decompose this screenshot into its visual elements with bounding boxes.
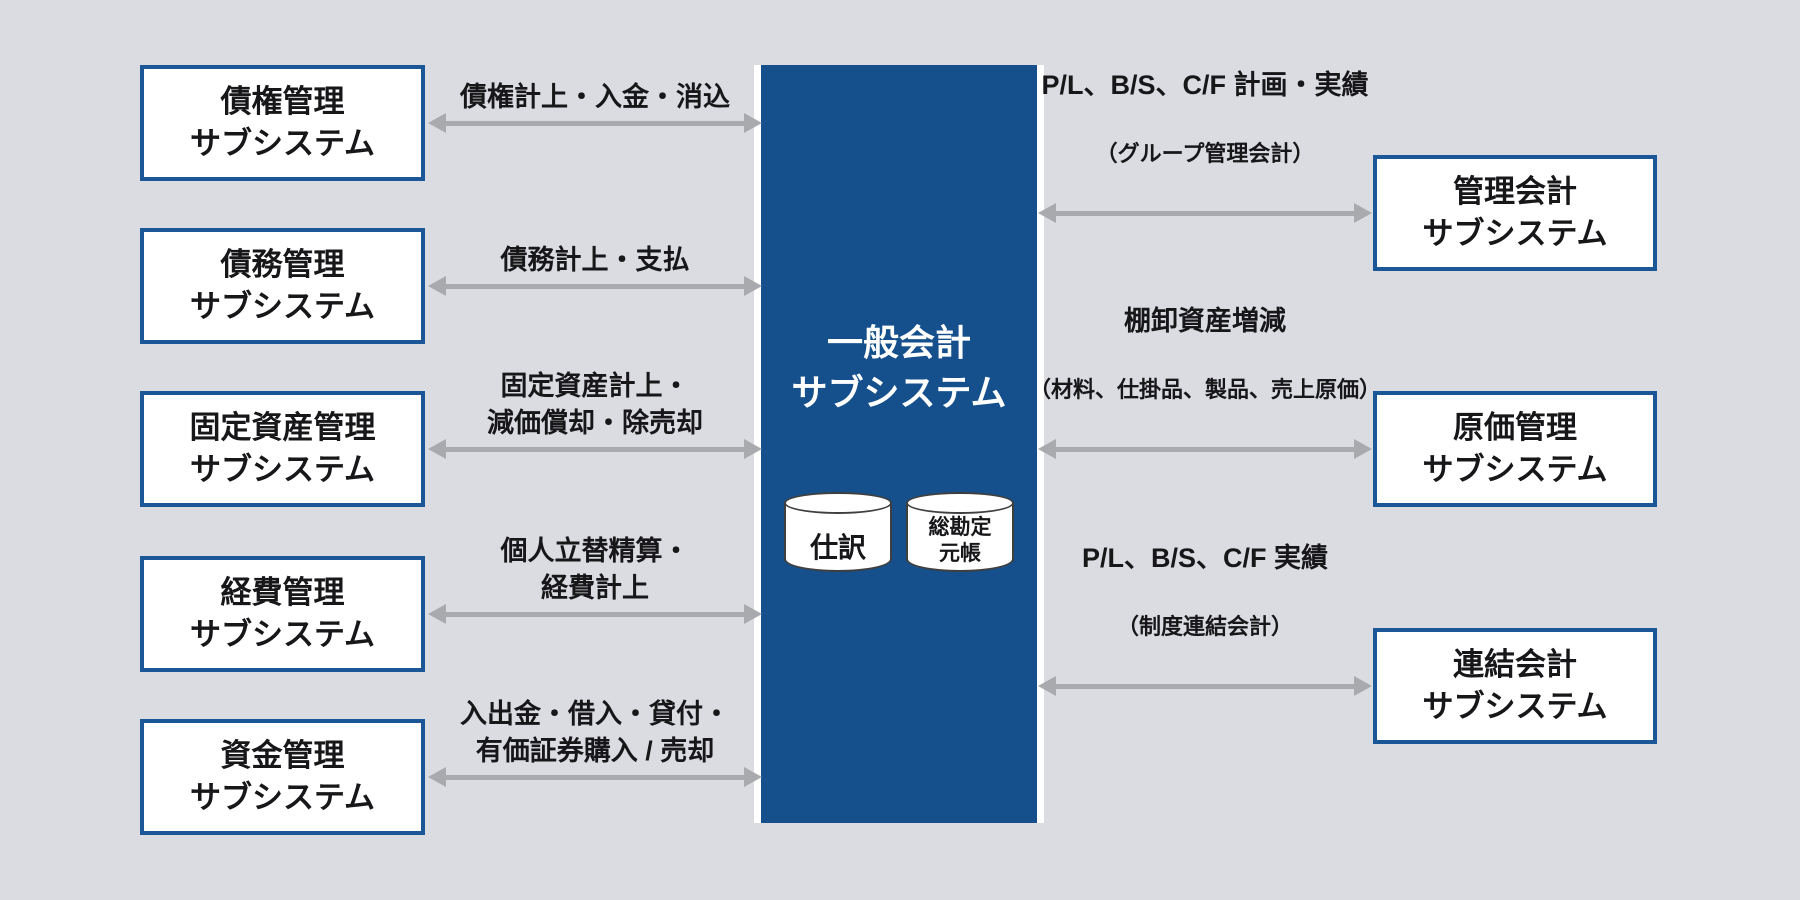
- cash-management-box: 資金管理 サブシステム: [140, 719, 425, 835]
- expense-management-box: 経費管理 サブシステム: [140, 556, 425, 672]
- journal-db-top: [784, 492, 892, 514]
- consolidated-accounting-box: 連結会計 サブシステム: [1373, 628, 1657, 744]
- general-ledger-db-icon: 総勘定 元帳: [906, 492, 1014, 572]
- cost-management-flow-main: 棚卸資産増減: [1124, 306, 1286, 337]
- cost-management-flow-sub: （材料、仕掛品、製品、売上原価）: [1028, 376, 1381, 402]
- receivables-flow-arrow: [428, 113, 762, 133]
- journal-db-label: 仕訳: [809, 532, 866, 563]
- consolidated-accounting-flow-sub: （制度連結会計）: [1116, 613, 1293, 639]
- consolidated-accounting-flow-main: P/L、B/S、C/F 実績: [1081, 543, 1328, 574]
- general-accounting-box: [761, 65, 1037, 823]
- general-accounting-title: 一般会計 サブシステム: [791, 322, 1007, 414]
- cost-management-box: 原価管理 サブシステム: [1373, 391, 1657, 507]
- receivables-flow-label: 債権計上・入金・消込: [460, 81, 730, 112]
- consolidated-accounting-flow-arrow: [1038, 676, 1372, 696]
- management-accounting-flow-label: P/L、B/S、C/F 計画・実績 （グループ管理会計）: [1028, 31, 1382, 205]
- receivables-management-box: 債権管理 サブシステム: [140, 65, 425, 181]
- payables-management-box: 債務管理 サブシステム: [140, 228, 425, 344]
- payables-flow-label: 債務計上・支払: [500, 244, 690, 275]
- cash-flow-arrow: [428, 767, 762, 787]
- expense-flow-arrow: [428, 604, 762, 624]
- cost-management-flow-arrow: [1038, 439, 1372, 459]
- cash-flow-label: 入出金・借入・貸付・ 有価証券購入 / 売却: [460, 699, 730, 766]
- consolidated-accounting-flow-label: P/L、B/S、C/F 実績 （制度連結会計）: [1028, 504, 1382, 678]
- journal-db-icon: 仕訳: [784, 492, 892, 572]
- fixed-asset-flow-arrow: [428, 439, 762, 459]
- cost-management-flow-label: 棚卸資産増減 （材料、仕掛品、製品、売上原価）: [1028, 267, 1382, 441]
- fixed-asset-management-box: 固定資産管理 サブシステム: [140, 391, 425, 507]
- journal-db-body: [784, 503, 892, 572]
- fixed-asset-flow-label: 固定資産計上・ 減価償却・除売却: [487, 371, 703, 438]
- general-ledger-db-body: [906, 503, 1014, 572]
- management-accounting-box: 管理会計 サブシステム: [1373, 155, 1657, 271]
- management-accounting-flow-main: P/L、B/S、C/F 計画・実績: [1041, 70, 1369, 101]
- management-accounting-flow-arrow: [1038, 203, 1372, 223]
- general-ledger-db-top: [906, 492, 1014, 514]
- general-ledger-db-label: 総勘定 元帳: [928, 516, 992, 566]
- management-accounting-flow-sub: （グループ管理会計）: [1095, 140, 1315, 166]
- expense-flow-label: 個人立替精算・ 経費計上: [500, 536, 690, 603]
- payables-flow-arrow: [428, 276, 762, 296]
